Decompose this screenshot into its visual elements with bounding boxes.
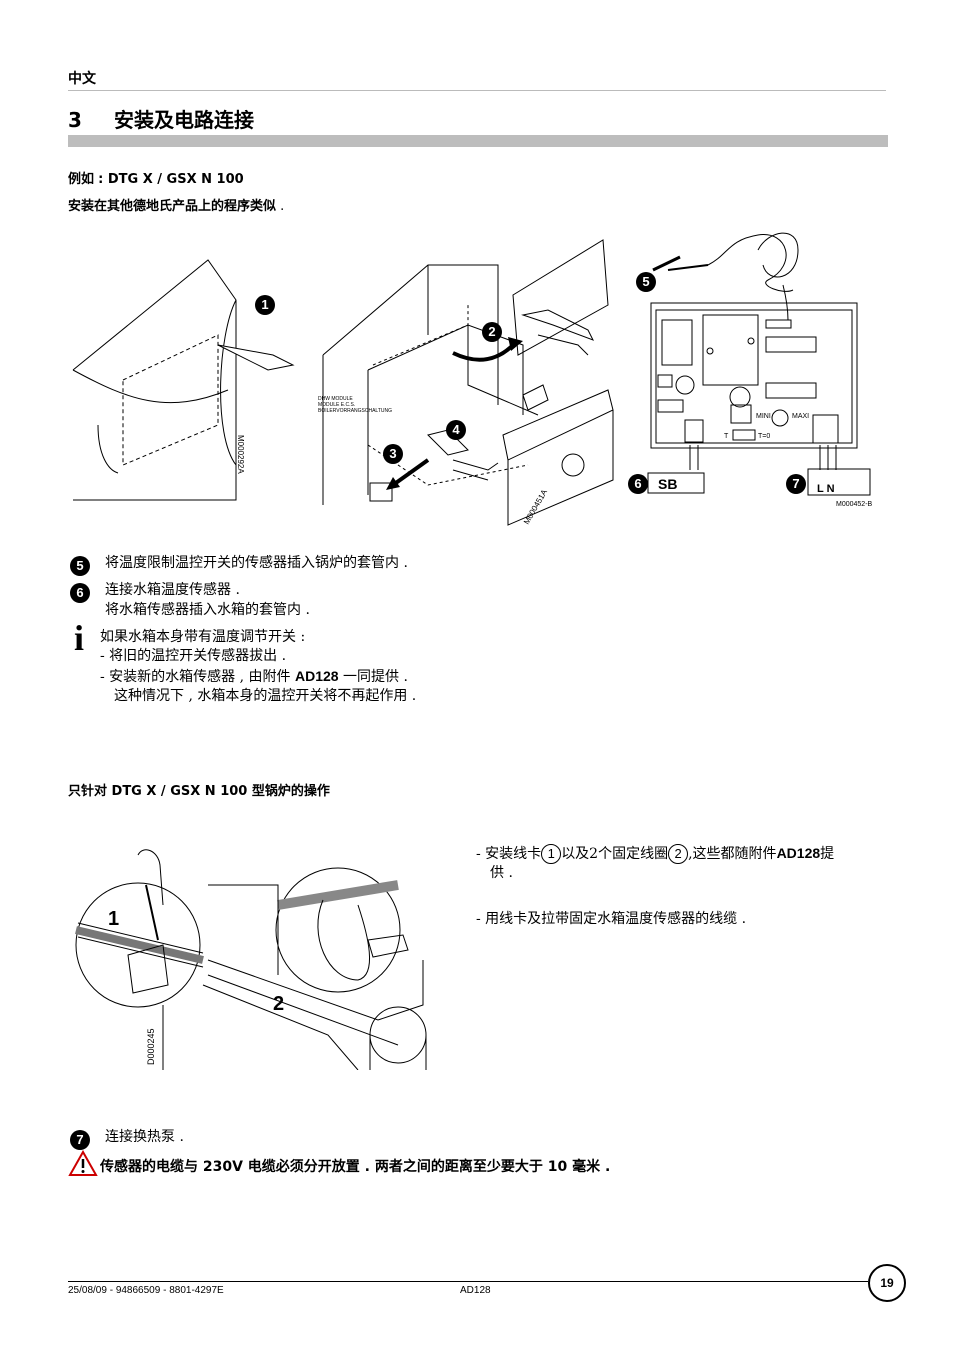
callout-3: 3 [383,444,403,464]
callout-5: 5 [636,272,656,292]
footer-divider [68,1281,868,1282]
mini-label: MINI [756,413,771,420]
section-title-text: 安装及电路连接 [114,108,254,132]
section-number: 3 [68,108,82,132]
info-line3a: - 安装新的水箱传感器 , 由附件 [100,669,295,685]
step-6-line1: 连接水箱温度传感器 . [105,582,240,598]
info-line4: 这种情况下 , 水箱本身的温控开关将不再起作用 . [114,688,417,704]
right-bullet-2: - 用线卡及拉带固定水箱温度传感器的线缆 . [476,911,747,927]
footer-reference: 25/08/09 - 94866509 - 8801-4297E [68,1285,224,1296]
info-accessory: AD128 [294,668,339,684]
cable-clip-diagram: D000245 1 2 [75,849,427,1070]
right-b1-e: 提 [820,846,835,862]
page-number: 19 [868,1264,906,1302]
info-line3: - 安装新的水箱传感器 , 由附件 AD128 一同提供 . [100,666,408,687]
right-b1-c: ,这些都随附件 [688,846,777,862]
intro-text: 安装在其他德地氏产品上的程序类似 [68,199,277,214]
info-line2: - 将旧的温控开关传感器拔出 . [100,648,287,664]
sb-label: SB [658,476,677,492]
step-6-line2: 将水箱传感器插入水箱的套管内 . [105,602,310,618]
code-right: M000452-B [836,501,873,508]
module-label-2: MODULE E.C.S. [318,402,355,408]
code-left: M000292A [236,435,245,474]
warning-icon [68,1150,98,1176]
installation-diagram: DHW MODULE MODULE E.C.S. BOILERVORRANGSC… [72,232,873,526]
intro-line: 安装在其他德地氏产品上的程序类似 . [68,195,284,214]
figure2-code: D000245 [146,1028,156,1065]
maxi-label: MAXI [792,413,809,420]
callout-1: 1 [255,295,275,315]
subsection-title: 只针对 DTG X / GSX N 100 型锅炉的操作 [68,784,330,799]
right-b1-d: AD128 [776,845,821,861]
callout-2: 2 [482,322,502,342]
example-model: : DTG X / GSX N 100 [98,172,244,187]
ring-1: 1 [541,844,562,864]
step-5-text: 将温度限制温控开关的传感器插入锅炉的套管内 . [105,555,408,571]
callout-7: 7 [786,474,806,494]
lin-label: L N [817,483,835,495]
section-title: 3 安装及电路连接 [68,104,254,133]
ring-2: 2 [668,844,689,864]
example-line: 例如 : DTG X / GSX N 100 [68,168,244,187]
step-7-text: 连接换热泵 . [105,1129,184,1145]
header-divider [68,90,886,91]
right-b1-a: - 安装线卡 [476,846,542,862]
language-label: 中文 [68,71,96,87]
figure2-callout-1: 1 [108,908,119,930]
module-label-1: DHW MODULE [318,396,353,402]
t-label: T [724,433,729,440]
footer-product: AD128 [460,1285,491,1296]
info-icon: i [74,618,85,658]
info-line1: 如果水箱本身带有温度调节开关 : [100,629,306,645]
section-bar [68,135,888,147]
info-line3c: 一同提供 . [338,669,408,685]
callout-6: 6 [628,474,648,494]
module-label-3: BOILERVORRANGSCHALTUNG [318,408,392,414]
t0-label: T=0 [758,433,770,440]
right-b1-f: 供 . [490,865,513,881]
step-7-badge: 7 [70,1130,90,1150]
step-6-badge: 6 [70,583,90,603]
figure2-callout-2: 2 [273,993,284,1015]
step-5-badge: 5 [70,556,90,576]
code-mid: M000451A [522,487,549,526]
warning-text: 传感器的电缆与 230V 电缆必须分开放置 . 两者之间的距离至少要大于 10 … [100,1159,611,1175]
example-label: 例如 [68,172,95,187]
callout-4: 4 [446,420,466,440]
right-b1-b: 以及2个固定线圈 [561,846,669,862]
intro-dot: . [276,199,285,214]
